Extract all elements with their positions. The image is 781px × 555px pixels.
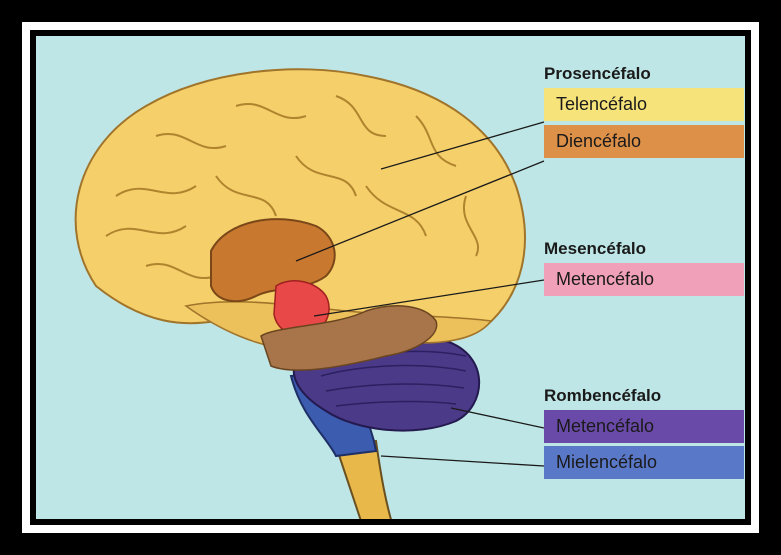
label-metencefalo-rombencefalo: Metencéfalo — [544, 410, 744, 443]
label-telencefalo: Telencéfalo — [544, 88, 744, 121]
leader-lines — [295, 121, 545, 467]
group-title-mesencefalo: Mesencéfalo — [544, 239, 647, 258]
spinal-cord — [334, 439, 392, 519]
outer-white-border: Prosencéfalo Telencéfalo Diencéfalo Mese… — [22, 22, 759, 533]
label-diencefalo: Diencéfalo — [544, 125, 744, 158]
diencephalon — [210, 218, 336, 303]
brain-illustration — [74, 68, 545, 519]
inner-black-border: Prosencéfalo Telencéfalo Diencéfalo Mese… — [30, 30, 751, 525]
diagram-panel: Prosencéfalo Telencéfalo Diencéfalo Mese… — [36, 36, 745, 519]
group-title-prosencefalo: Prosencéfalo — [544, 64, 651, 83]
cerebellum-folia — [320, 350, 467, 407]
label-mielencefalo: Mielencéfalo — [544, 446, 744, 479]
cerebrum-gyri — [105, 95, 479, 287]
group-title-rombencefalo: Rombencéfalo — [544, 386, 662, 405]
pons — [260, 305, 438, 371]
label-metencefalo-mesencefalo: Metencéfalo — [544, 263, 744, 296]
